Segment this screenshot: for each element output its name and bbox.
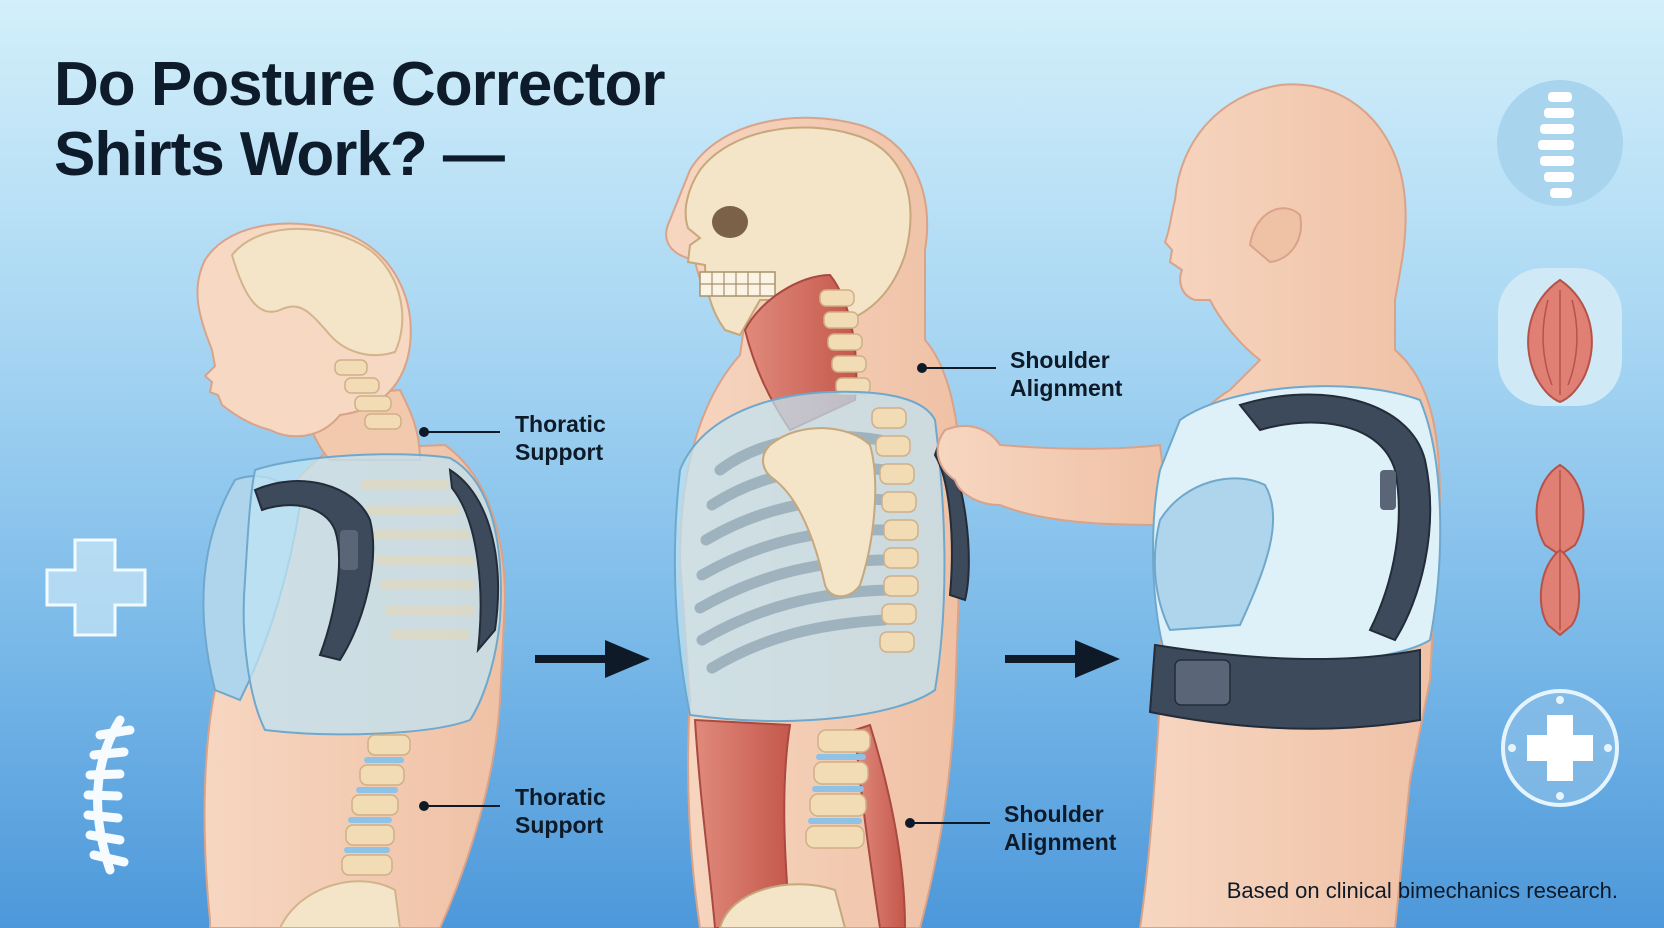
callout-line-2: Support xyxy=(515,812,604,838)
callout-line-2: Alignment xyxy=(1010,375,1123,401)
callout-line-1: Shoulder xyxy=(1010,347,1110,373)
callout-line-2: Alignment xyxy=(1004,829,1117,855)
arrow-right-icon xyxy=(535,640,650,678)
callout-leaders xyxy=(424,367,996,824)
callout-shoulder-alignment-upper: Shoulder Alignment xyxy=(1010,346,1122,402)
muscle-icon xyxy=(1498,268,1622,406)
callout-line-1: Thoratic xyxy=(515,411,606,437)
callout-line-1: Thoratic xyxy=(515,784,606,810)
title-line-2: Shirts Work? — xyxy=(54,120,505,189)
spine-curve-icon xyxy=(83,715,135,875)
medical-cross-circle-icon xyxy=(1501,689,1619,807)
figure-upright xyxy=(936,83,1442,928)
cervical-spine xyxy=(334,359,402,430)
page-title: Do Posture Corrector Shirts Work? — xyxy=(54,50,665,190)
arrow-right-icon xyxy=(1005,640,1120,678)
medical-cross-icon xyxy=(45,538,147,637)
thoracic-spine xyxy=(871,407,919,653)
spine-icon xyxy=(1497,80,1623,206)
lumbar-spine xyxy=(805,729,871,849)
title-line-1: Do Posture Corrector xyxy=(54,50,665,119)
lumbar-spine xyxy=(341,734,411,876)
callout-line-2: Support xyxy=(515,439,604,465)
callout-shoulder-alignment-lower: Shoulder Alignment xyxy=(1004,800,1116,856)
figure-anatomical xyxy=(665,116,970,928)
muscle-pair-icon xyxy=(1535,463,1585,637)
callout-thoracic-support-upper: Thoratic Support xyxy=(515,410,606,466)
callout-line-1: Shoulder xyxy=(1004,801,1104,827)
callout-thoracic-support-lower: Thoratic Support xyxy=(515,783,606,839)
ribs-under-shirt xyxy=(360,480,475,640)
source-footnote: Based on clinical bimechanics research. xyxy=(1226,878,1618,903)
figure-slouched xyxy=(196,222,507,928)
